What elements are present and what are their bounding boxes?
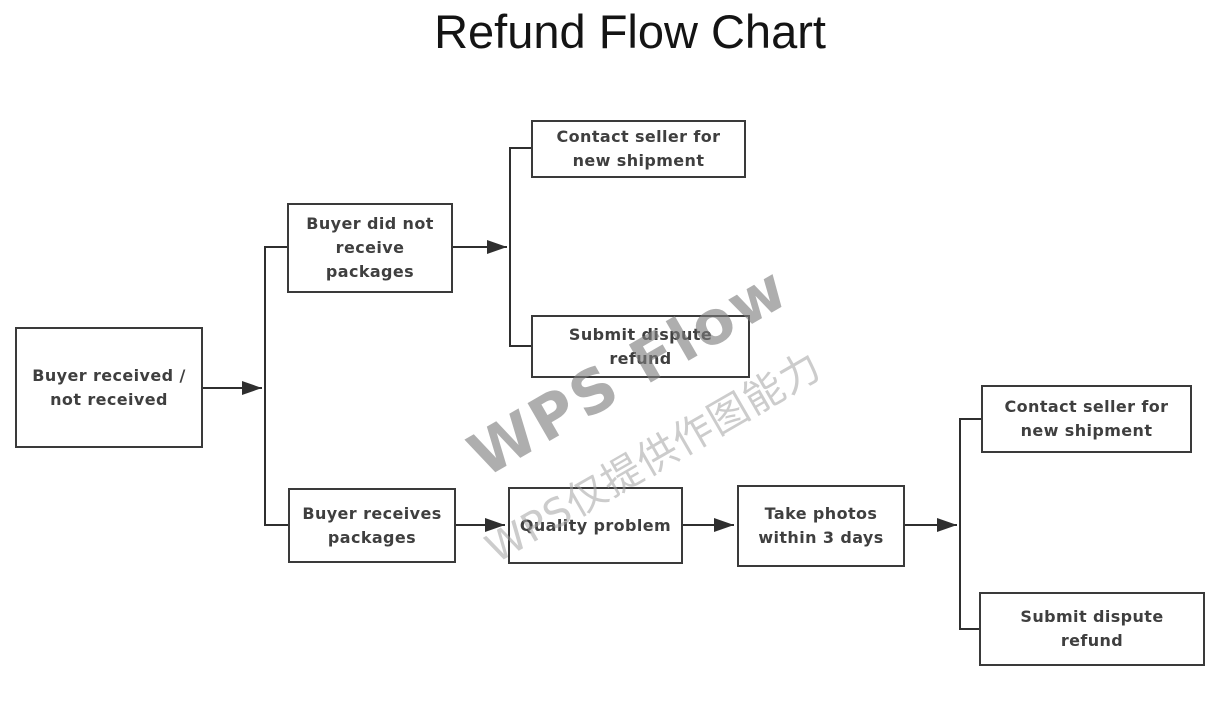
flow-node-buyer-did-not-receive-packages: Buyer did not receive packages (287, 203, 453, 293)
flow-node-label: Submit dispute refund (1020, 607, 1164, 650)
flow-node-label: Quality problem (519, 515, 672, 535)
flow-node-submit-dispute-refund-right: Submit dispute refund (979, 592, 1205, 666)
flow-node-contact-seller-new-shipment-right: Contact seller for new shipment (981, 385, 1192, 453)
flow-node-label: Buyer did not receive packages (306, 214, 434, 281)
page-title: Refund Flow Chart (434, 5, 826, 58)
flow-node-buyer-received-or-not: Buyer received / not received (15, 327, 203, 448)
flow-node-quality-problem: Quality problem (508, 487, 683, 564)
flow-node-submit-dispute-refund-top: Submit dispute refund (531, 315, 750, 378)
flow-node-label: Submit dispute refund (568, 324, 713, 368)
flow-node-buyer-receives-packages: Buyer receives packages (288, 488, 456, 563)
flow-node-contact-seller-new-shipment-top: Contact seller for new shipment (531, 120, 746, 178)
flow-node-label: Contact seller for new shipment (556, 127, 721, 170)
flow-node-label: Buyer receives packages (302, 503, 442, 547)
flow-node-label: Take photos within 3 days (758, 504, 884, 547)
flow-node-label: Buyer received / not received (32, 365, 186, 409)
flow-node-take-photos-within-3-days: Take photos within 3 days (737, 485, 905, 567)
flow-node-label: Contact seller for new shipment (1004, 397, 1169, 440)
